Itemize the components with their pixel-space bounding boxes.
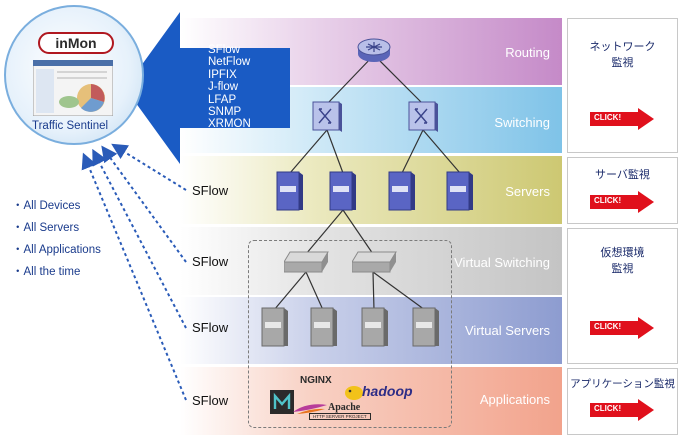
collection-arrow <box>125 12 290 164</box>
click-button[interactable]: CLICK! <box>590 108 656 130</box>
mysql-m-icon <box>270 390 294 414</box>
click-button[interactable]: CLICK! <box>590 317 656 339</box>
protocol-item: LFAP <box>208 93 237 106</box>
router-icon <box>357 38 391 62</box>
sflow-label-applications: SFlow <box>192 393 229 408</box>
protocol-item: XRMON <box>208 118 251 131</box>
hadoop-logo: hadoop <box>362 383 413 399</box>
layer-band-applications: Applications <box>180 367 562 435</box>
click-button[interactable]: CLICK! <box>590 191 656 213</box>
panel-title-line: 仮想環境 <box>600 246 645 259</box>
protocol-item: SFlow <box>208 44 240 56</box>
bullet-item: ・All Servers <box>12 222 80 234</box>
virtual-server-icon <box>310 307 337 347</box>
server-icon <box>388 171 415 211</box>
switch-icon <box>408 101 438 132</box>
panel-title-line: 監視 <box>611 56 634 69</box>
click-arrow-body <box>590 112 640 126</box>
apache-feather-icon <box>293 404 327 414</box>
click-arrow-body <box>590 195 640 209</box>
layer-label-routing: Routing <box>505 45 550 60</box>
server-icon <box>446 171 473 211</box>
inmon-logo: inMon <box>38 32 114 54</box>
protocol-item: NetFlow <box>208 56 251 69</box>
layer-label-virtual-servers: Virtual Servers <box>464 323 550 338</box>
traffic-sentinel-caption: Traffic Sentinel <box>32 120 109 132</box>
panel-network-monitoring: ネットワーク 監視 CLICK! <box>567 18 678 153</box>
sflow-label-virtual-switching: SFlow <box>192 254 229 269</box>
click-arrow-body <box>590 403 640 417</box>
hadoop-elephant-icon <box>345 386 363 400</box>
click-arrow-icon <box>638 108 654 130</box>
click-label: CLICK! <box>594 196 622 205</box>
sflow-label-servers: SFlow <box>192 183 229 198</box>
virtualization-boundary <box>248 240 452 428</box>
server-icon <box>329 171 356 211</box>
screenshot-thumbnail <box>33 60 113 116</box>
bullet-item: ・All the time <box>12 266 81 278</box>
protocol-list: SFlow NetFlow IPFIX J-flow LFAP SNMP XRM… <box>208 44 251 131</box>
virtual-switch-icon <box>284 251 329 273</box>
click-button[interactable]: CLICK! <box>590 399 656 421</box>
click-arrow-body <box>590 321 640 335</box>
layer-label-applications: Applications <box>479 392 550 407</box>
virtual-switch-icon <box>352 251 397 273</box>
protocol-item: SNMP <box>208 106 242 119</box>
click-arrow-icon <box>638 317 654 339</box>
server-icon <box>276 171 303 211</box>
click-label: CLICK! <box>594 322 622 331</box>
click-arrow-icon <box>638 191 654 213</box>
panel-title-line: 監視 <box>611 262 634 275</box>
layer-label-virtual-switching: Virtual Switching <box>454 255 550 270</box>
click-arrow-icon <box>638 399 654 421</box>
panel-title-line: サーバ監視 <box>595 168 650 181</box>
bullet-item: ・All Devices <box>12 200 81 212</box>
inmon-logo-text: inMon <box>55 35 97 51</box>
click-label: CLICK! <box>594 404 622 413</box>
panel-application-monitoring: アプリケーション監視 CLICK! <box>567 368 678 435</box>
virtual-server-icon <box>361 307 388 347</box>
apache-subtitle: HTTP SERVER PROJECT <box>309 413 371 420</box>
protocol-item: IPFIX <box>208 68 237 81</box>
virtual-server-icon <box>261 307 288 347</box>
panel-virtual-monitoring: 仮想環境 監視 CLICK! <box>567 228 678 364</box>
virtual-server-icon <box>412 307 439 347</box>
panel-title-line: アプリケーション監視 <box>570 378 675 390</box>
apache-logo: Apache <box>328 402 361 413</box>
layer-label-switching: Switching <box>494 115 550 130</box>
panel-title-line: ネットワーク <box>589 40 656 53</box>
sflow-label-virtual-servers: SFlow <box>192 320 229 335</box>
protocol-item: J-flow <box>208 81 239 94</box>
layer-band-servers: Servers <box>180 156 562 224</box>
layer-label-servers: Servers <box>505 184 550 199</box>
bullet-item: ・All Applications <box>12 244 101 256</box>
panel-server-monitoring: サーバ監視 CLICK! <box>567 157 678 224</box>
click-label: CLICK! <box>594 113 622 122</box>
nginx-logo: NGINX <box>300 375 332 386</box>
switch-icon <box>312 101 342 132</box>
